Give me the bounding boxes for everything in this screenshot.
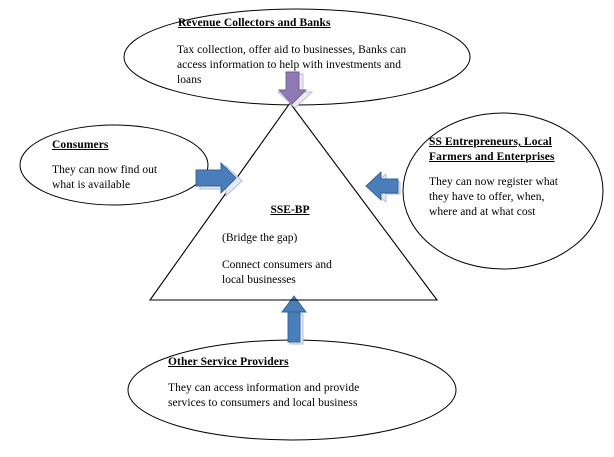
arrow-right-left-icon[interactable] [365,170,401,203]
node-heading-ss-entrepreneurs: SS Entrepreneurs, Local Farmers and Ente… [429,136,555,164]
center-subtitle-bridge-the-gap: (Bridge the gap) [222,232,298,244]
arrow-left-right-icon[interactable] [195,161,243,198]
node-body-revenue-collectors-and-banks: Tax collection, offer aid to businesses,… [177,44,407,87]
arrow-bottom-up-icon[interactable] [281,295,307,345]
center-heading-sse-bp: SSE-BP [270,204,310,216]
node-heading-other-service-providers: Other Service Providers [168,356,289,368]
ellipse-consumers[interactable] [19,124,209,206]
arrow-top-down-icon[interactable] [276,71,314,109]
node-heading-consumers: Consumers [52,139,109,151]
node-body-other-service-providers: They can access information and provide … [168,382,360,410]
ellipse-ss-entrepreneurs[interactable] [402,112,604,270]
center-body-connect-consumers: Connect consumers and local businesses [222,259,332,287]
node-body-ss-entrepreneurs: They can now register what they have to … [429,176,559,219]
node-body-consumers: They can now find out what is available [52,164,158,192]
node-heading-revenue-collectors-and-banks: Revenue Collectors and Banks [178,17,331,29]
